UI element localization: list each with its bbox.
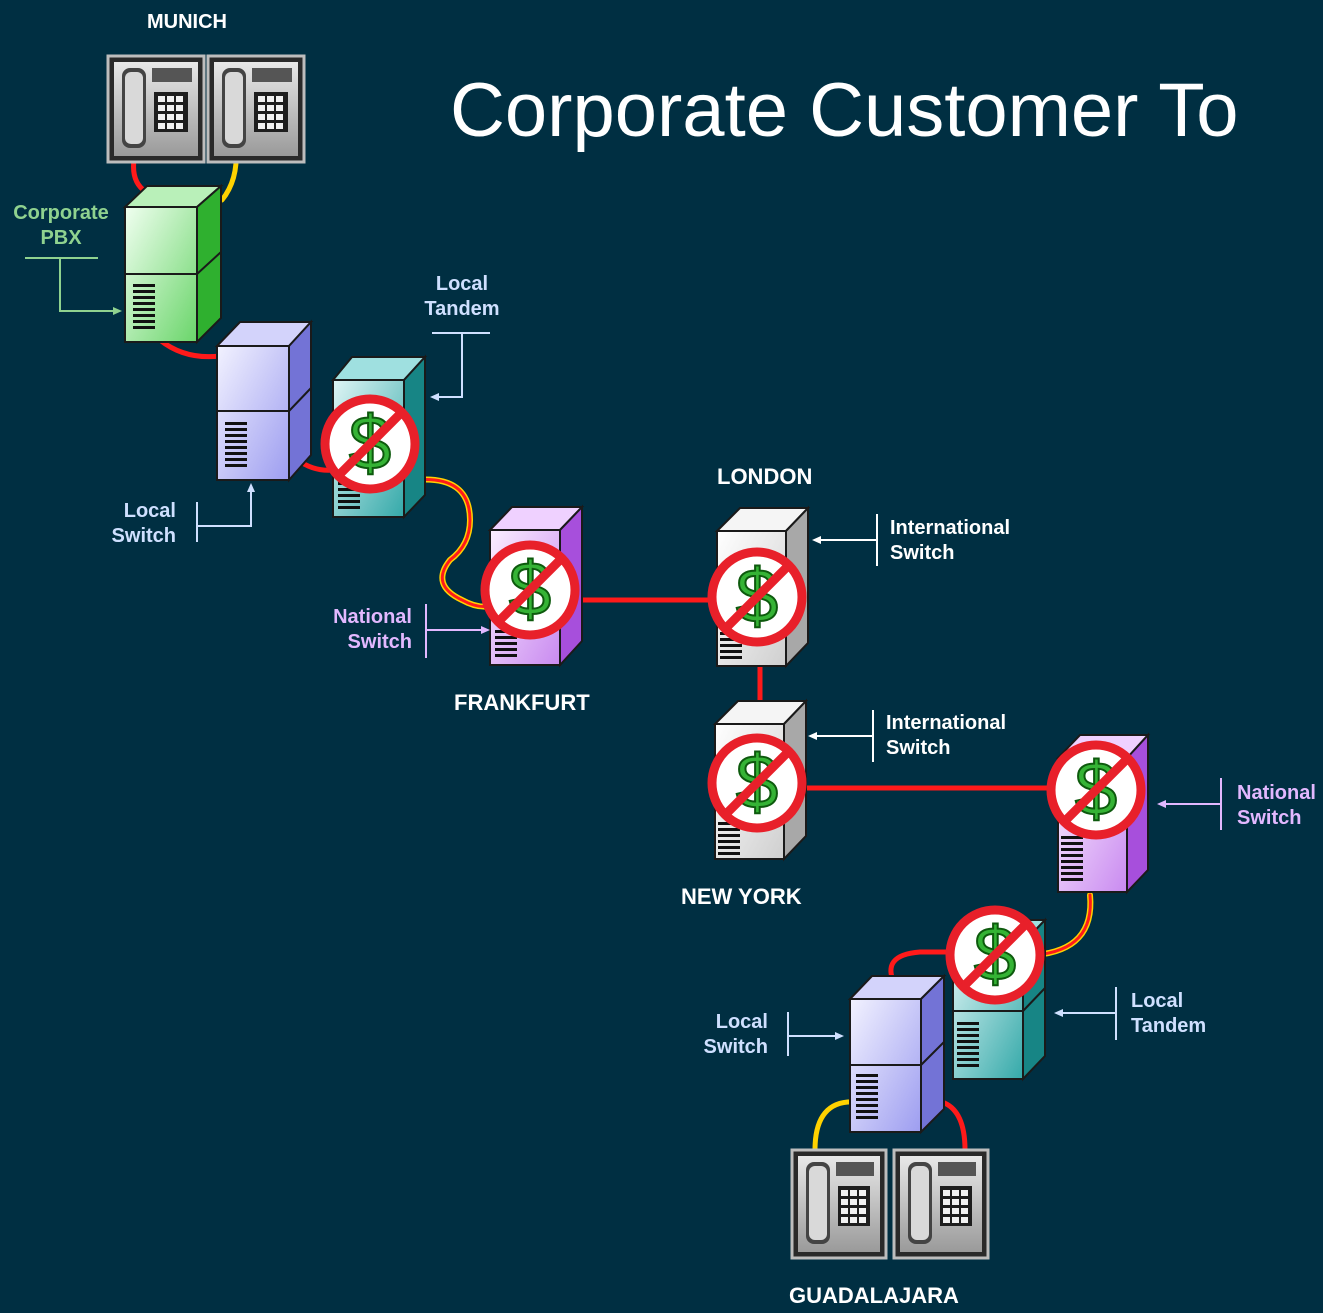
label-line: Switch [111,525,176,547]
label-local-switch-bottom: Local Switch [696,1010,768,1060]
local-switch-bottom [847,973,947,1135]
label-line: Local [715,1011,768,1033]
svg-text:$: $ [736,740,778,825]
phone-icon [106,54,206,164]
label-line: Switch [886,737,951,759]
no-charge-icon: $ [945,905,1045,1005]
cable-pbx-localswitch [157,337,223,360]
arrow-icon [1054,1009,1063,1017]
arrow-icon [808,732,817,740]
cable-tandem-frankfurt-red [413,478,497,609]
label-line: PBX [40,227,82,249]
label-line: National [333,606,412,628]
guadalajara-phones [790,1148,990,1260]
no-charge-icon: $ [480,540,580,640]
svg-text:$: $ [1075,747,1117,832]
city-label-munich: MUNICH [147,11,227,33]
arrow-icon [25,257,115,312]
arrow-icon [425,604,482,658]
city-label-london: LONDON [717,464,813,489]
page-title: Corporate Customer To [450,68,1239,153]
phone-icon [790,1148,888,1260]
arrow-icon [1157,800,1166,808]
label-national-switch-mexico: National Switch [1237,781,1316,831]
arrow-icon [812,536,821,544]
label-line: Switch [347,631,412,653]
arrow-icon [787,1012,836,1056]
munich-phones [106,54,306,164]
cable-localswitch-phone2-mx [939,1099,968,1153]
arrow-icon [247,483,255,492]
label-line: Local [435,273,489,295]
cable-localswitch-phone1-mx [812,1099,858,1153]
city-label-new-york: NEW YORK [681,884,802,909]
label-line: Tandem [424,298,500,320]
no-charge-icons: $ $ $ $ $ $ [320,394,1146,1005]
city-label-guadalajara: GUADALAJARA [789,1283,959,1308]
no-charge-icon: $ [1046,740,1146,840]
city-label-frankfurt: FRANKFURT [454,690,590,715]
label-line: Local [1131,990,1184,1012]
label-line: Tandem [1131,1015,1207,1037]
arrow-icon [113,307,122,315]
local-switch-top [214,319,314,483]
label-local-switch-top: Local Switch [104,499,176,549]
arrow-icon [816,710,874,762]
connection-lines [131,147,1094,1153]
no-charge-icon: $ [707,733,807,833]
label-line: Local [123,500,176,522]
phone-icon [206,54,306,164]
arrow-icon [430,393,439,401]
label-local-tandem-top: Local Tandem [420,272,504,322]
label-line: International [886,712,1007,734]
label-line: International [890,517,1011,539]
no-charge-icon: $ [320,394,420,494]
no-charge-icon: $ [707,547,807,647]
arrow-icon [481,626,490,634]
label-line: National [1237,782,1316,804]
label-international-switch-newyork: International Switch [886,711,1006,761]
label-line: Switch [703,1036,768,1058]
label-corporate-pbx: Corporate PBX [10,201,112,251]
label-line: Corporate [13,202,109,224]
callout-lines [25,257,1222,1056]
cable-national-tandem-red [1033,893,1092,957]
arrow-icon [196,491,252,542]
phone-icon [892,1148,990,1260]
label-line: Switch [890,542,955,564]
arrow-icon [1062,987,1117,1040]
label-international-switch-london: International Switch [890,516,1010,566]
label-national-switch-frankfurt: National Switch [322,605,412,655]
arrow-icon [432,332,490,398]
label-local-tandem-bottom: Local Tandem [1131,989,1206,1039]
arrow-icon [835,1032,844,1040]
label-line: Switch [1237,807,1302,829]
arrow-icon [820,514,878,566]
corporate-pbx-switch [122,183,224,345]
arrow-icon [1165,778,1222,830]
